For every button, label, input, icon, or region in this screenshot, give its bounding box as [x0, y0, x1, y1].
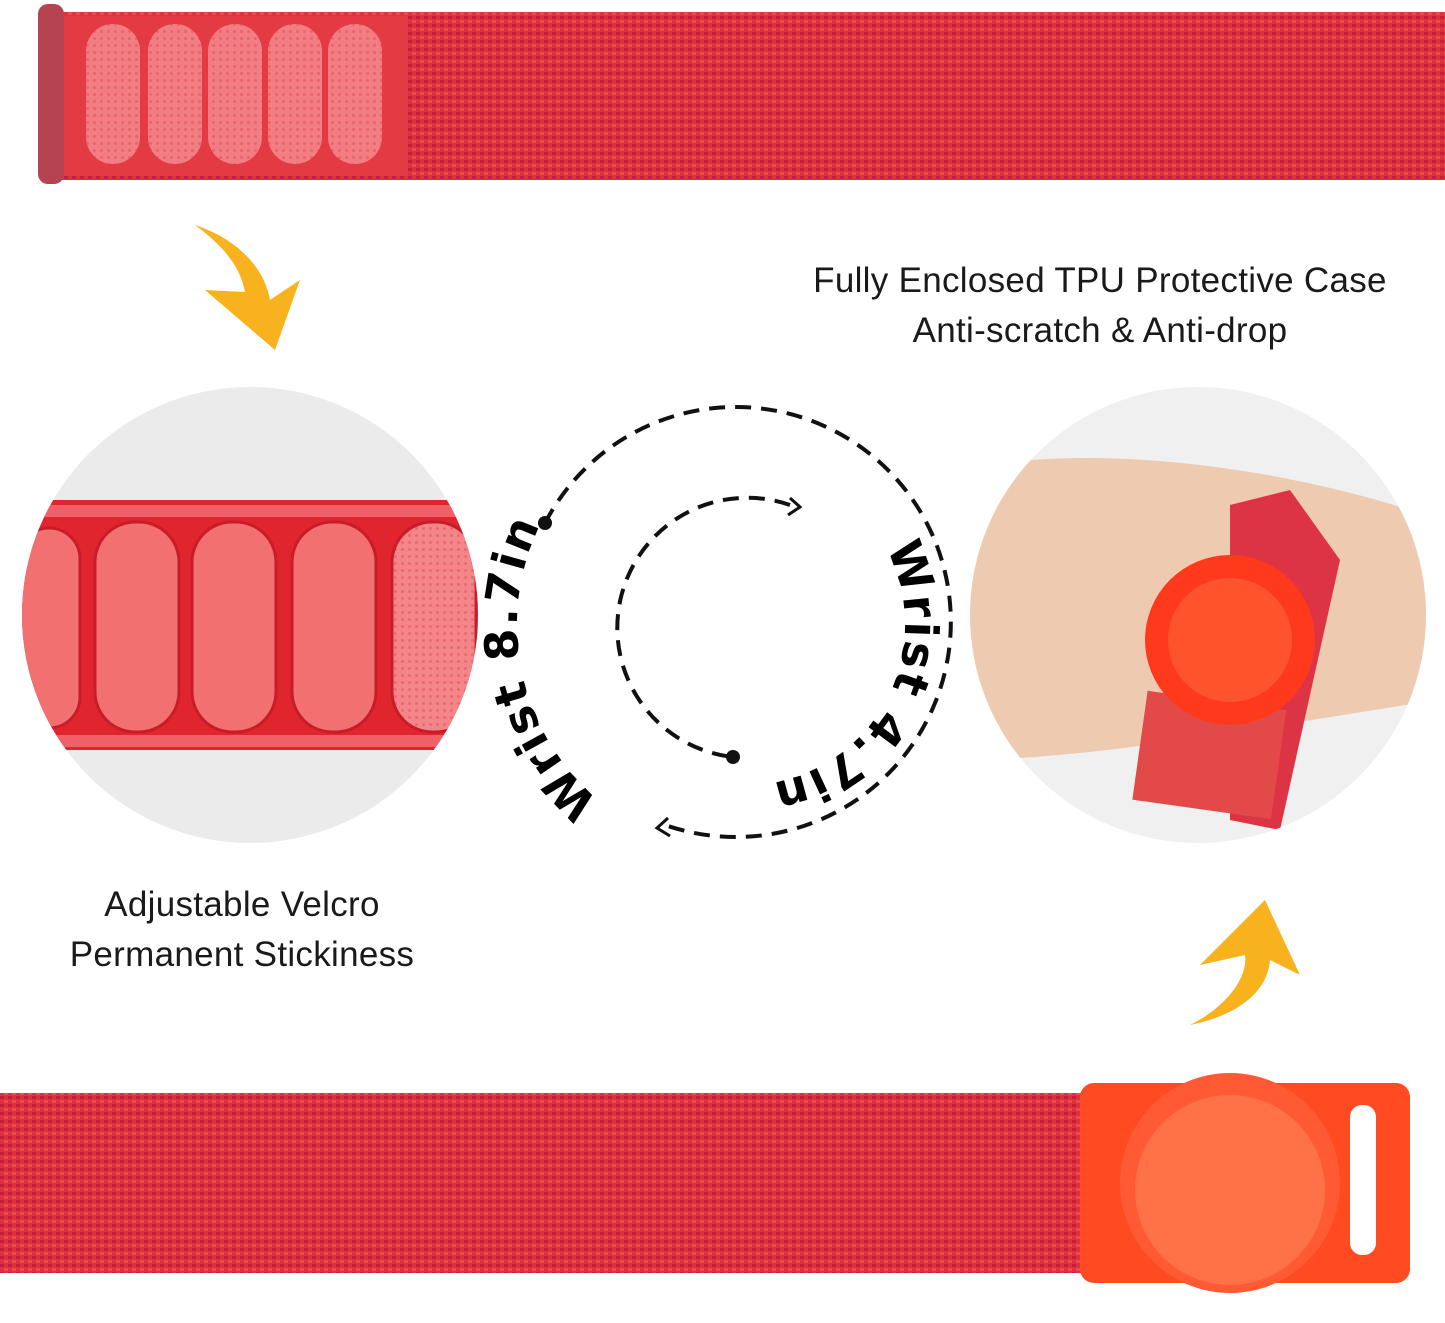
velcro-closeup: [22, 387, 478, 843]
case-caption-line1: Fully Enclosed TPU Protective Case: [813, 261, 1387, 300]
velcro-caption-line1: Adjustable Velcro: [104, 885, 380, 924]
case-caption-line2: Anti-scratch & Anti-drop: [912, 311, 1288, 350]
curved-arrow-up-icon: [1190, 900, 1300, 1025]
svg-text:Wrist 8.7in: Wrist 8.7in: [473, 507, 606, 832]
svg-text:Wrist 4.7in: Wrist 4.7in: [768, 533, 948, 825]
bottom-strap: [0, 1073, 1410, 1293]
size-small-label: Wrist 4.7in: [768, 533, 946, 825]
curved-arrow-down-icon: [195, 225, 300, 350]
size-large-label: Wrist 8.7in: [473, 507, 604, 832]
top-strap: [38, 4, 1445, 184]
wrist-photo: [970, 387, 1426, 843]
velcro-caption-line2: Permanent Stickiness: [69, 935, 415, 974]
size-diagram: [543, 405, 953, 840]
